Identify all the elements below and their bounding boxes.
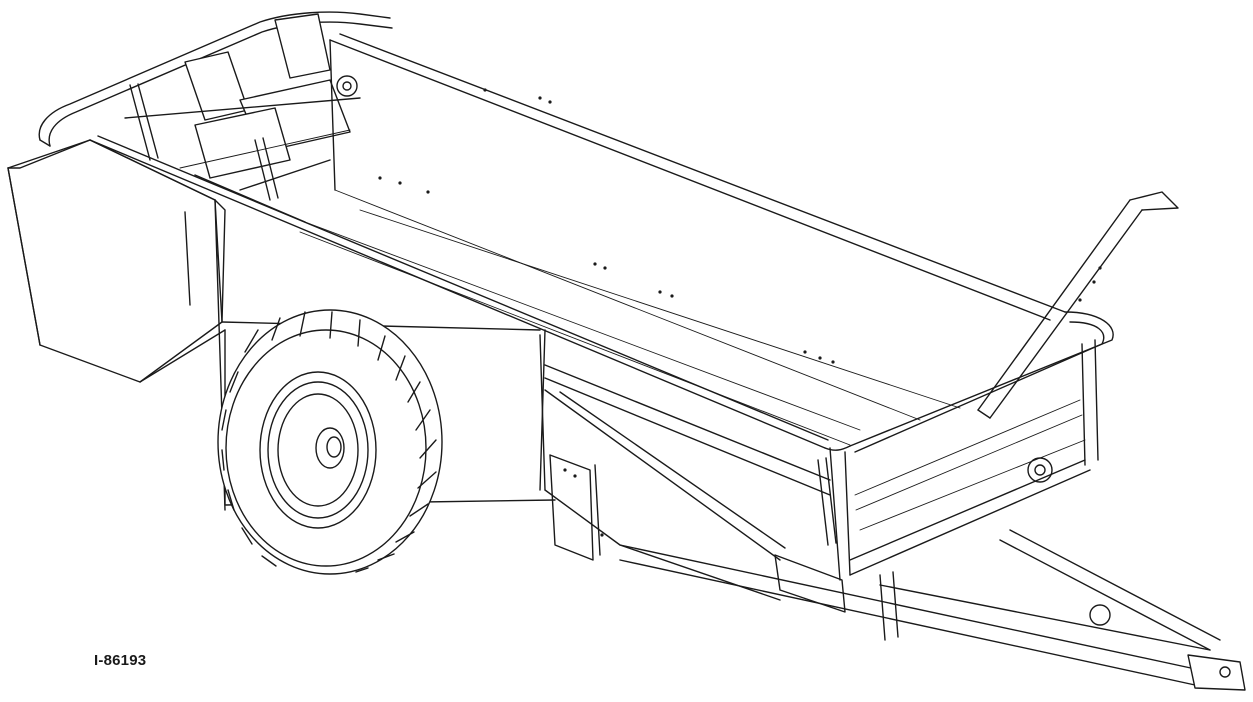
beater-paddles bbox=[124, 13, 361, 201]
figure-reference-id: I-86193 bbox=[94, 652, 147, 669]
wheel bbox=[217, 309, 443, 575]
lower-frame bbox=[544, 364, 831, 601]
tire-treads bbox=[221, 311, 437, 573]
bolt-holes bbox=[378, 88, 1102, 537]
jack-stand bbox=[977, 191, 1179, 419]
hitch-tongue bbox=[619, 529, 1246, 691]
beater-end-housing bbox=[7, 139, 226, 383]
box-interior bbox=[194, 33, 1066, 446]
front-guard-rail bbox=[38, 11, 393, 147]
box-right-side-rail bbox=[849, 311, 1114, 466]
front-end-panel bbox=[774, 399, 1091, 613]
